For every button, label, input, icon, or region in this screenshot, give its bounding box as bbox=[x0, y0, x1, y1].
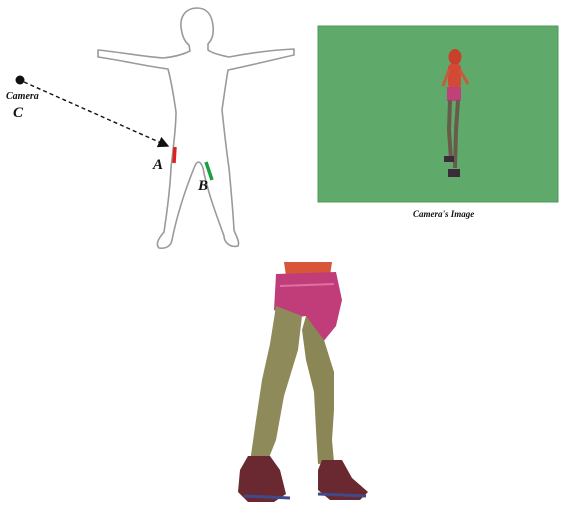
segment-a bbox=[174, 147, 175, 163]
camera-label: Camera bbox=[6, 91, 39, 102]
camera-dot bbox=[16, 76, 25, 85]
point-a-label: A bbox=[152, 157, 163, 173]
camera-letter: C bbox=[13, 105, 24, 121]
camera-image-panel bbox=[318, 26, 558, 202]
sightline-arrow bbox=[24, 82, 168, 146]
textured-legs-render bbox=[238, 262, 368, 502]
camera-image-caption: Camera's Image bbox=[413, 209, 474, 219]
green-screen-background bbox=[318, 26, 558, 202]
point-b-label: B bbox=[197, 178, 208, 194]
